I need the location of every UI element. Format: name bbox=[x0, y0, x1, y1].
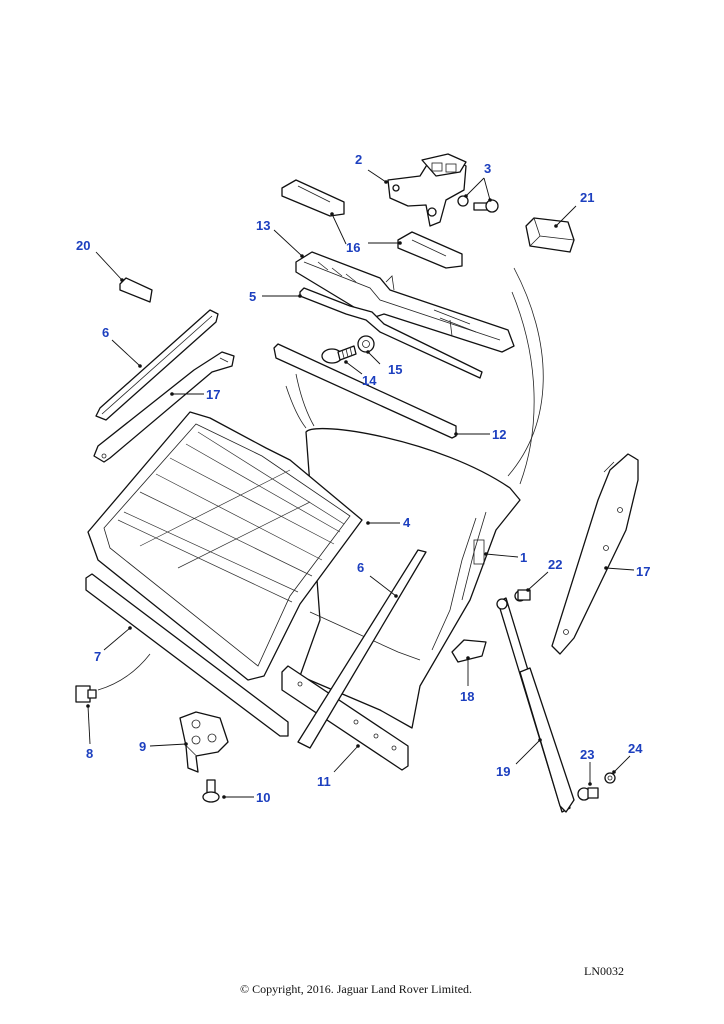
small-pad-part bbox=[119, 277, 153, 303]
lower-seal-strip-part bbox=[273, 343, 457, 439]
callout-20: 20 bbox=[76, 238, 90, 253]
mounting-bolt-part bbox=[202, 779, 220, 803]
copyright-notice: © Copyright, 2016. Jaguar Land Rover Lim… bbox=[239, 982, 473, 996]
callout-19: 19 bbox=[496, 764, 510, 779]
callout-18: 18 bbox=[460, 689, 474, 704]
callout-9: 9 bbox=[139, 739, 146, 754]
diagram-reference-code: LN0032 bbox=[584, 964, 624, 978]
gas-strut-part bbox=[496, 597, 575, 813]
hinge-bracket-part bbox=[387, 153, 467, 227]
callout-5: 5 bbox=[249, 289, 256, 304]
rear-glass-part bbox=[87, 411, 363, 681]
callout-1: 1 bbox=[520, 550, 527, 565]
callout-14: 14 bbox=[362, 373, 377, 388]
callout-17-right: 17 bbox=[636, 564, 650, 579]
upper-finisher-part bbox=[295, 251, 515, 353]
screw-part bbox=[321, 345, 357, 364]
left-side-trim-part bbox=[93, 351, 235, 463]
leader-lines bbox=[86, 169, 635, 799]
ball-stud-part bbox=[514, 589, 531, 602]
callout-6-centre: 6 bbox=[357, 560, 364, 575]
bump-pad-part bbox=[281, 179, 463, 269]
callout-24: 24 bbox=[628, 741, 643, 756]
callout-12: 12 bbox=[492, 427, 506, 442]
callout-23: 23 bbox=[580, 747, 594, 762]
callout-13: 13 bbox=[256, 218, 270, 233]
callout-15: 15 bbox=[388, 362, 402, 377]
lower-pad-part bbox=[451, 639, 487, 663]
callout-21: 21 bbox=[580, 190, 594, 205]
callout-8: 8 bbox=[86, 746, 93, 761]
callout-labels: 1 2 3 4 5 6 6 7 8 9 10 11 12 13 14 15 16… bbox=[76, 152, 650, 805]
hinge-bolt-part bbox=[457, 195, 499, 213]
callout-6-left: 6 bbox=[102, 325, 109, 340]
lower-ball-stud-part bbox=[577, 787, 599, 801]
centre-seal-part bbox=[297, 549, 427, 749]
washer-part bbox=[604, 772, 616, 784]
callout-10: 10 bbox=[256, 790, 270, 805]
right-pillar-trim-part bbox=[551, 453, 639, 655]
rubber-stop-part bbox=[525, 217, 575, 253]
callout-2: 2 bbox=[355, 152, 362, 167]
callout-16: 16 bbox=[346, 240, 360, 255]
callout-17-left: 17 bbox=[206, 387, 220, 402]
callout-11: 11 bbox=[317, 774, 331, 789]
lower-glass-seal-part bbox=[85, 573, 289, 737]
nut-part bbox=[357, 335, 375, 353]
retaining-clip-part bbox=[75, 685, 97, 703]
left-side-seal-part bbox=[95, 309, 219, 421]
mounting-bracket-part bbox=[179, 711, 229, 773]
callout-4: 4 bbox=[403, 515, 411, 530]
callout-22: 22 bbox=[548, 557, 562, 572]
top-seal-strip-part bbox=[299, 287, 483, 379]
callout-7: 7 bbox=[94, 649, 101, 664]
callout-3: 3 bbox=[484, 161, 491, 176]
